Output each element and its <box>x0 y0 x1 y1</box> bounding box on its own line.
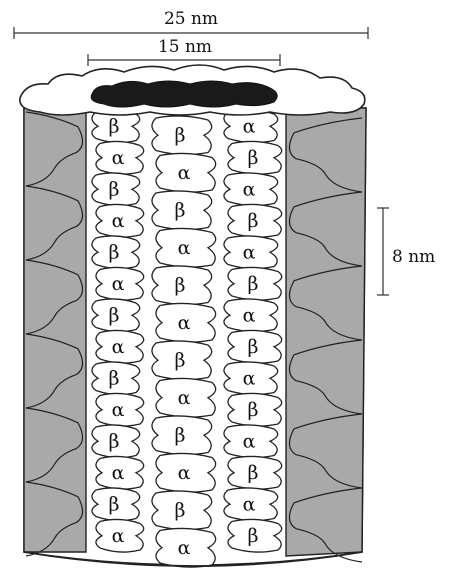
alpha-label: α <box>112 462 125 484</box>
alpha-label: α <box>178 537 191 559</box>
beta-label: β <box>248 273 259 295</box>
beta-label: β <box>248 399 259 421</box>
alpha-label: α <box>178 462 191 484</box>
beta-label: β <box>248 210 259 232</box>
alpha-label: α <box>112 399 125 421</box>
alpha-label: α <box>243 367 256 389</box>
beta-label: β <box>175 199 186 221</box>
beta-label: β <box>109 115 120 137</box>
alpha-label: α <box>178 162 191 184</box>
outer-diameter-dimension: 25 nm <box>14 9 368 39</box>
alpha-label: α <box>243 493 256 515</box>
alpha-label: α <box>112 336 125 358</box>
alpha-label: α <box>243 241 256 263</box>
subunit-height-label: 8 nm <box>392 247 435 267</box>
beta-label: β <box>175 424 186 446</box>
alpha-label: α <box>178 387 191 409</box>
alpha-label: α <box>243 304 256 326</box>
beta-label: β <box>109 430 120 452</box>
alpha-label: α <box>112 210 125 232</box>
alpha-label: α <box>243 115 256 137</box>
alpha-label: α <box>112 273 125 295</box>
alpha-label: α <box>112 525 125 547</box>
alpha-label: α <box>243 430 256 452</box>
alpha-label: α <box>178 237 191 259</box>
inner-diameter-label: 15 nm <box>158 37 212 57</box>
tube-lumen <box>91 81 277 107</box>
beta-label: β <box>175 499 186 521</box>
beta-label: β <box>248 147 259 169</box>
beta-label: β <box>248 462 259 484</box>
beta-label: β <box>109 304 120 326</box>
beta-label: β <box>175 124 186 146</box>
alpha-label: α <box>112 147 125 169</box>
outer-diameter-label: 25 nm <box>164 9 218 29</box>
beta-label: β <box>248 525 259 547</box>
beta-label: β <box>109 178 120 200</box>
left-wall <box>24 108 86 552</box>
beta-label: β <box>175 349 186 371</box>
beta-label: β <box>109 493 120 515</box>
beta-label: β <box>109 367 120 389</box>
beta-label: β <box>248 336 259 358</box>
beta-label: β <box>175 274 186 296</box>
alpha-label: α <box>178 312 191 334</box>
inner-diameter-dimension: 15 nm <box>88 37 280 66</box>
subunit-height-dimension: 8 nm <box>377 208 435 295</box>
beta-label: β <box>109 241 120 263</box>
alpha-label: α <box>243 178 256 200</box>
